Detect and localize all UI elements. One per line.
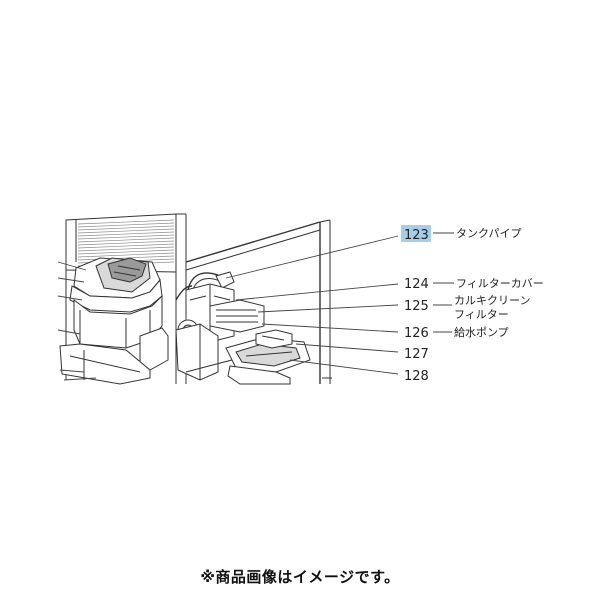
- part-number-124: 124: [404, 277, 429, 292]
- wall-hatch-line: [77, 225, 175, 231]
- leader-126: [261, 323, 399, 333]
- fridge-wall: [65, 213, 187, 384]
- leader-125: [257, 304, 399, 313]
- wall-hatch-line: [77, 249, 175, 255]
- wall-hatch-line: [77, 252, 175, 258]
- fridge-frame: [185, 219, 332, 384]
- part-name-124: フィルターカバー: [456, 277, 544, 290]
- leader-128: [289, 359, 399, 375]
- part-name-123: タンクパイプ: [456, 227, 521, 240]
- wall-hatch-line: [77, 246, 175, 252]
- leader-124: [235, 283, 399, 301]
- wall-hatch-line: [77, 222, 175, 228]
- part-number-125: 125: [404, 299, 429, 314]
- part-number-128: 128: [404, 369, 429, 384]
- part-name-125-line2: フィルター: [454, 308, 509, 321]
- wall-hatch-line: [77, 228, 175, 234]
- image-disclaimer-caption: ※商品画像はイメージです。: [200, 568, 400, 586]
- wall-hatch-line: [77, 243, 175, 249]
- part-labels: 123 タンクパイプ 124 フィルターカバー 125 カルキクリーン フィルタ…: [401, 225, 544, 384]
- part-name-125: カルキクリーン: [454, 294, 530, 307]
- water-tank: [57, 257, 169, 385]
- tray-assembly: [225, 329, 311, 385]
- highlight-123: [401, 225, 431, 242]
- part-number-123: 123: [404, 228, 429, 243]
- part-number-126: 126: [404, 326, 429, 341]
- wall-hatch-line: [77, 231, 175, 237]
- leader-123: [225, 235, 399, 279]
- wall-hatch-line: [77, 237, 175, 243]
- wall-hatch-line: [77, 219, 175, 225]
- wall-hatch-line: [77, 240, 175, 246]
- leader-lines: [225, 235, 399, 375]
- wall-hatch-line: [77, 234, 175, 240]
- pump-assembly: [175, 271, 271, 381]
- wall-hatch-line: [77, 255, 175, 261]
- part-name-126: 給水ポンプ: [454, 325, 509, 339]
- part-number-127: 127: [404, 347, 429, 362]
- leader-127: [295, 343, 399, 353]
